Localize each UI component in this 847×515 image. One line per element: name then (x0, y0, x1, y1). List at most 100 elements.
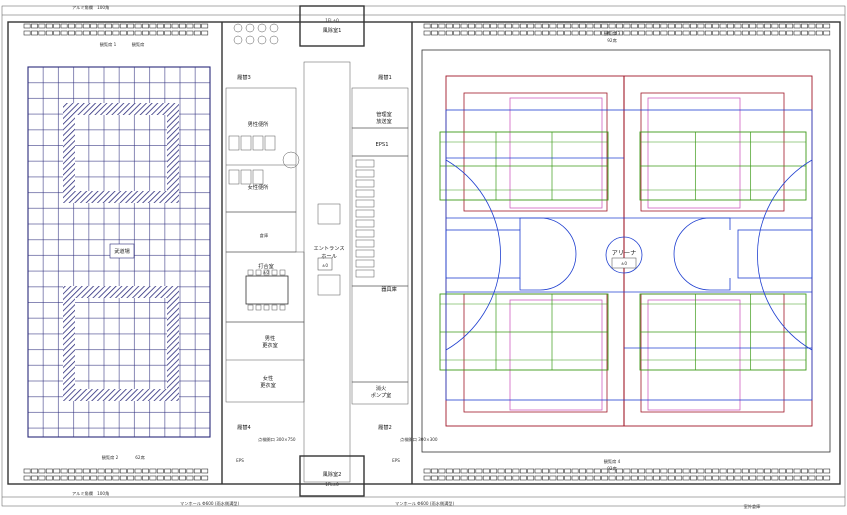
seat (741, 475, 749, 481)
seat (75, 468, 83, 474)
seat (815, 30, 823, 36)
seat (675, 23, 683, 29)
seat (786, 23, 794, 29)
seat (23, 468, 31, 474)
seat (193, 30, 201, 36)
seat (505, 468, 512, 474)
seat (660, 468, 668, 474)
building-outline (1, 5, 846, 507)
seat (749, 475, 757, 481)
fire-pump-label-1: 消火 (376, 384, 386, 392)
shoe-box-4-label: 履替4 (237, 423, 251, 431)
stand-2-label: 観覧席 2 (102, 454, 119, 461)
seat (690, 30, 697, 36)
seat (697, 468, 705, 474)
seat (556, 468, 564, 474)
seat (667, 23, 675, 29)
seat (475, 475, 483, 481)
seat (468, 23, 475, 29)
chair (271, 304, 278, 311)
seat (786, 475, 794, 481)
toilet-fixtures (228, 135, 300, 185)
inspection-left: 点検開口 300×750 (258, 436, 296, 443)
seat (542, 23, 549, 29)
seat (127, 475, 135, 481)
seat (542, 468, 549, 474)
seat (82, 475, 90, 481)
seat (764, 468, 771, 474)
seat (704, 475, 712, 481)
seat (586, 30, 594, 36)
seat (23, 23, 31, 29)
seat (727, 23, 734, 29)
seat (38, 23, 46, 29)
eps-left-label: EPS (236, 458, 244, 463)
seat (527, 30, 535, 36)
seat (645, 475, 653, 481)
chair (255, 304, 262, 311)
seat (23, 475, 31, 481)
seat (193, 23, 201, 29)
seat (571, 23, 579, 29)
lower-mat-border (63, 286, 179, 401)
seat (549, 475, 557, 481)
seat (490, 475, 498, 481)
seat (653, 23, 660, 29)
seat (82, 468, 90, 474)
room-labels: アリーナ ±0 エントランス ホール ±0 打合室 ±0 男性便所 女性便所 男… (72, 4, 760, 510)
seat (105, 30, 112, 36)
shoe-box-1-label: 履替1 (378, 73, 392, 81)
seat (445, 23, 453, 29)
seat (431, 30, 438, 36)
seat (586, 23, 594, 29)
seat (201, 475, 209, 481)
seat (475, 30, 483, 36)
seat (453, 475, 461, 481)
seat (497, 468, 505, 474)
seat (505, 475, 512, 481)
seat (734, 23, 742, 29)
seat (801, 23, 808, 29)
seat (593, 468, 601, 474)
seat (682, 23, 690, 29)
seat (667, 475, 675, 481)
shelf (355, 269, 375, 278)
seat (823, 23, 831, 29)
seat (179, 475, 186, 481)
seat (616, 468, 623, 474)
seat (638, 23, 646, 29)
control-room-label: 管理室 (376, 110, 392, 118)
seat (778, 468, 786, 474)
budojo-label: 武道場 (114, 247, 130, 255)
seat (105, 23, 112, 29)
stand-3-seats: 92席 (607, 37, 617, 44)
seat (556, 475, 564, 481)
seat (579, 468, 586, 474)
seat (534, 475, 542, 481)
seat (112, 23, 120, 29)
seat (475, 468, 483, 474)
seat (601, 30, 609, 36)
seat (134, 23, 142, 29)
storage-label: 倉庫 (260, 232, 268, 239)
arena-label: アリーナ (612, 250, 637, 257)
seat (75, 475, 83, 481)
seat (31, 30, 38, 36)
seat (156, 30, 164, 36)
seat (741, 468, 749, 474)
seat (793, 23, 801, 29)
seat (38, 475, 46, 481)
seat (741, 23, 749, 29)
spectator-stands (23, 23, 831, 481)
chair (271, 269, 278, 276)
seat (497, 475, 505, 481)
seat (179, 23, 186, 29)
seat (749, 30, 757, 36)
seat (608, 30, 616, 36)
seat (564, 475, 572, 481)
seat (815, 468, 823, 474)
seat (186, 23, 194, 29)
seat (497, 30, 505, 36)
entrance-hall-label-2: ホール (321, 253, 337, 260)
shelf (355, 249, 375, 258)
